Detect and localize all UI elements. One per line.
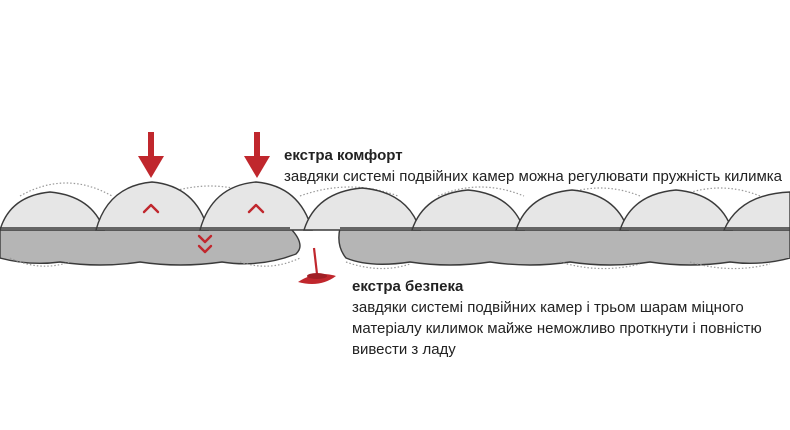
- safety-text: завдяки системі подвійних камер і трьом …: [352, 299, 762, 358]
- safety-title: екстра безпека: [352, 278, 464, 295]
- upper-chamber: [722, 191, 790, 231]
- upper-chamber-layer: [0, 181, 790, 231]
- upper-chamber: [619, 189, 733, 231]
- upper-chamber: [411, 189, 525, 231]
- comfort-title: екстра комфорт: [284, 147, 403, 164]
- arrow-down-icon: [244, 132, 270, 178]
- lower-chamber-layer: [0, 227, 790, 266]
- upper-chamber: [303, 187, 421, 231]
- pressure-chevron-icon: [142, 203, 265, 214]
- safety-caption: екстра безпека завдяки системі подвійних…: [352, 276, 782, 360]
- bottom-cover-layer: [9, 257, 771, 270]
- thumbtack-icon: [298, 247, 336, 284]
- double-chevron-down-icon: [197, 234, 213, 254]
- upper-chamber: [515, 189, 629, 231]
- arrow-down-icon: [138, 132, 164, 178]
- upper-chamber: [0, 191, 105, 231]
- comfort-caption: екстра комфорт завдяки системі подвійних…: [284, 145, 784, 187]
- comfort-text: завдяки системі подвійних камер можна ре…: [284, 168, 782, 185]
